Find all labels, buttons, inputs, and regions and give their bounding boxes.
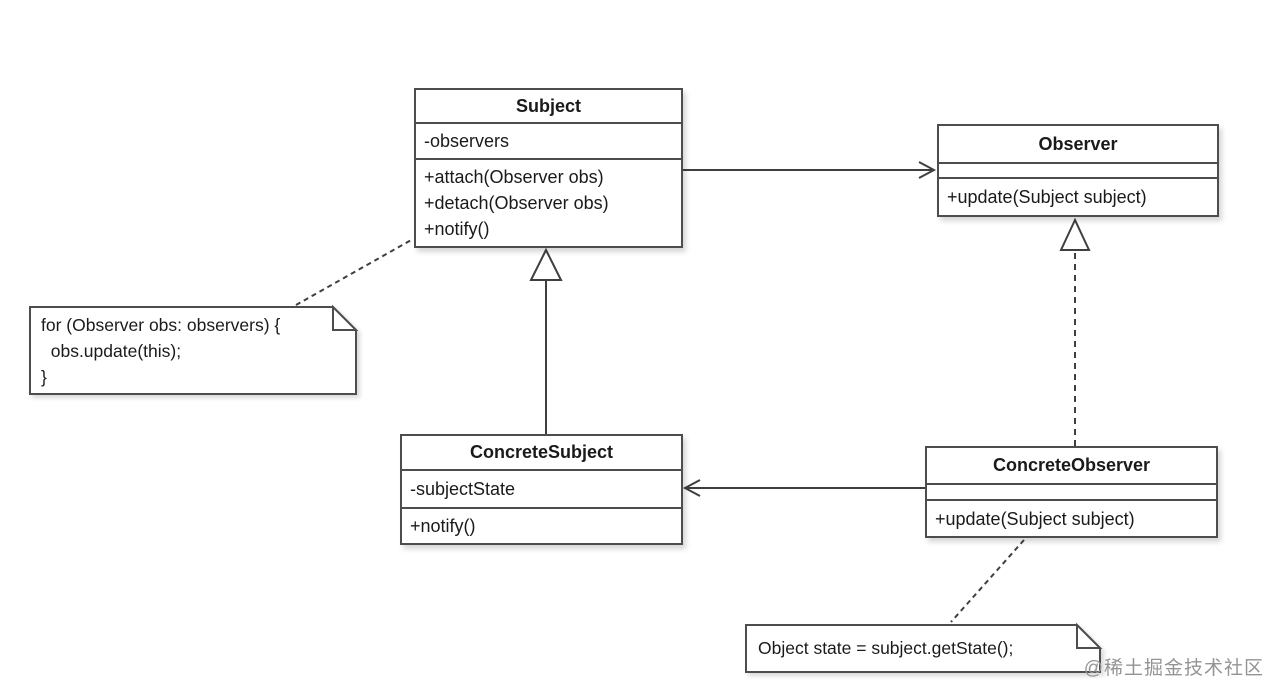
class-concrete-observer-attributes xyxy=(927,485,1216,501)
class-subject-methods: +attach(Observer obs) +detach(Observer o… xyxy=(416,160,681,246)
class-concrete-observer[interactable]: ConcreteObserver +update(Subject subject… xyxy=(925,446,1218,538)
note-line: Object state = subject.getState(); xyxy=(758,638,1014,658)
association-concreteobserver-concretesubject xyxy=(682,479,925,497)
class-concrete-subject-title: ConcreteSubject xyxy=(402,436,681,471)
class-subject-title: Subject xyxy=(416,90,681,124)
generalization-concretesubject-subject xyxy=(529,247,563,434)
note-line: for (Observer obs: observers) { xyxy=(41,315,281,335)
class-method: +attach(Observer obs) xyxy=(424,167,604,187)
note-fold-corner-icon xyxy=(1076,622,1103,649)
class-subject-attributes: -observers xyxy=(416,124,681,160)
class-method: +notify() xyxy=(424,219,490,239)
class-observer-title: Observer xyxy=(939,126,1217,164)
note-anchor-concreteobserver-to-getstate xyxy=(950,539,1025,623)
class-attribute: -observers xyxy=(424,131,510,151)
watermark: @稀土掘金技术社区 xyxy=(1083,658,1264,679)
class-attribute: -subjectState xyxy=(410,478,516,499)
note-get-state-text: Object state = subject.getState(); xyxy=(758,635,1078,661)
note-get-state-shape[interactable] xyxy=(745,622,1103,673)
association-subject-observer xyxy=(683,161,937,179)
note-line: obs.update(this); xyxy=(41,341,182,361)
class-concrete-observer-methods: +update(Subject subject) xyxy=(927,501,1216,536)
note-observers-loop-shape[interactable] xyxy=(29,304,359,395)
class-method: +detach(Observer obs) xyxy=(424,193,609,213)
class-concrete-subject[interactable]: ConcreteSubject -subjectState +notify() xyxy=(400,434,683,545)
class-subject[interactable]: Subject -observers +attach(Observer obs)… xyxy=(414,88,683,248)
realization-concreteobserver-observer xyxy=(1059,217,1091,446)
note-fold-corner-icon xyxy=(332,304,359,331)
class-concrete-subject-methods: +notify() xyxy=(402,509,681,543)
note-line: } xyxy=(41,367,47,387)
class-method: +notify() xyxy=(410,516,476,536)
class-observer-attributes xyxy=(939,164,1217,179)
class-method: +update(Subject subject) xyxy=(935,508,1135,529)
class-concrete-observer-title: ConcreteObserver xyxy=(927,448,1216,485)
note-observers-loop-text: for (Observer obs: observers) { obs.upda… xyxy=(41,312,341,390)
class-concrete-subject-attributes: -subjectState xyxy=(402,471,681,509)
class-observer-methods: +update(Subject subject) xyxy=(939,179,1217,215)
class-method: +update(Subject subject) xyxy=(947,187,1147,207)
note-anchor-loop-to-subject xyxy=(295,238,414,306)
class-observer[interactable]: Observer +update(Subject subject) xyxy=(937,124,1219,217)
